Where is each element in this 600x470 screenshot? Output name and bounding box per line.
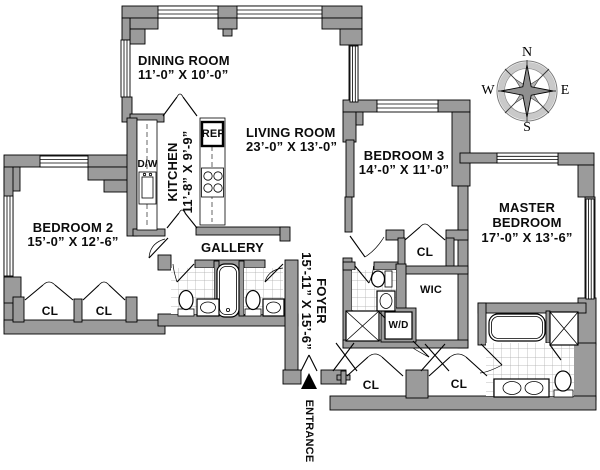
kitchen-name: KITCHEN (165, 142, 180, 202)
living-room-name: LIVING ROOM (246, 125, 336, 140)
gallery-label: GALLERY (200, 240, 265, 255)
bedroom2-name: BEDROOM 2 (32, 220, 114, 235)
refrigerator-label: REF (201, 128, 225, 140)
wic-label: WIC (420, 284, 442, 296)
gallery-bathtub (216, 263, 240, 318)
foyer-label: FOYER 15’-11” X 15’-6” (299, 245, 329, 357)
closet-label-hall-right: CL (450, 377, 468, 391)
compass-east-label: E (560, 83, 570, 98)
master-shower (549, 311, 579, 361)
compass-rose (496, 60, 558, 122)
closet-label-bedroom3: CL (416, 245, 434, 259)
closet-label-bedroom2-right: CL (95, 304, 113, 318)
master-bedroom-label: MASTER BEDROOM 17’-0” X 13’-6” (462, 200, 592, 245)
closet-label-bedroom2-left: CL (41, 304, 59, 318)
kitchen-stove (201, 167, 224, 198)
foyer-bath-sink (376, 290, 396, 312)
bathroom-left-toilet (177, 289, 195, 317)
foyer-name: FOYER (314, 278, 329, 324)
entrance-arrow (301, 373, 317, 389)
dining-room-dims: 11’-0” X 10’-0” (138, 67, 229, 82)
washer-dryer-box (384, 311, 413, 340)
windows (3, 5, 595, 300)
entrance-label: ENTRANCE (303, 399, 315, 463)
bedroom3-label: BEDROOM 3 14’-0” X 11’-0” (339, 149, 469, 177)
master-bedroom-name-1: MASTER (498, 200, 556, 215)
master-toilet (553, 370, 574, 398)
compass-west-label: W (481, 83, 495, 98)
bathroom-left-sink (196, 298, 220, 317)
bedroom2-label: BEDROOM 2 15’-0” X 12’-6” (8, 221, 138, 249)
foyer-bath-shower (345, 310, 395, 342)
kitchen-sink (138, 171, 157, 205)
living-room-label: LIVING ROOM 23’-0” X 13’-0” (246, 126, 337, 154)
dishwasher-label: D/W (137, 159, 158, 170)
master-vanity-sinks (493, 378, 550, 398)
washer-dryer-label: W/D (388, 320, 409, 331)
closet-label-hall-left: CL (362, 378, 380, 392)
kitchen-label: KITCHEN 11’-8” X 9’-9” (165, 117, 195, 227)
living-room-dims: 23’-0” X 13’-0” (246, 139, 338, 154)
kitchen-dims: 11’-8” X 9’-9” (180, 130, 195, 214)
bedroom2-dims: 15’-0” X 12’-6” (27, 234, 119, 249)
bathroom-right-toilet (244, 289, 262, 317)
master-bedroom-name-2: BEDROOM (492, 215, 562, 230)
bedroom3-dims: 14’-0” X 11’-0” (358, 162, 450, 177)
refrigerator-box (200, 120, 225, 148)
bedroom3-name: BEDROOM 3 (363, 148, 445, 163)
master-bathtub (488, 313, 546, 342)
master-bedroom-dims: 17’-0” X 13’-6” (481, 230, 573, 245)
closet-bifold-doors (24, 223, 488, 377)
foyer-bath-toilet (370, 270, 393, 288)
bathroom-right-sink (262, 298, 285, 317)
compass-south-label: S (523, 120, 531, 135)
dining-room-label: DINING ROOM 11’-0” X 10’-0” (138, 54, 230, 82)
door-swings (148, 93, 503, 374)
compass-north-label: N (521, 45, 533, 60)
dining-room-name: DINING ROOM (138, 53, 230, 68)
foyer-dims: 15’-11” X 15’-6” (299, 252, 314, 350)
